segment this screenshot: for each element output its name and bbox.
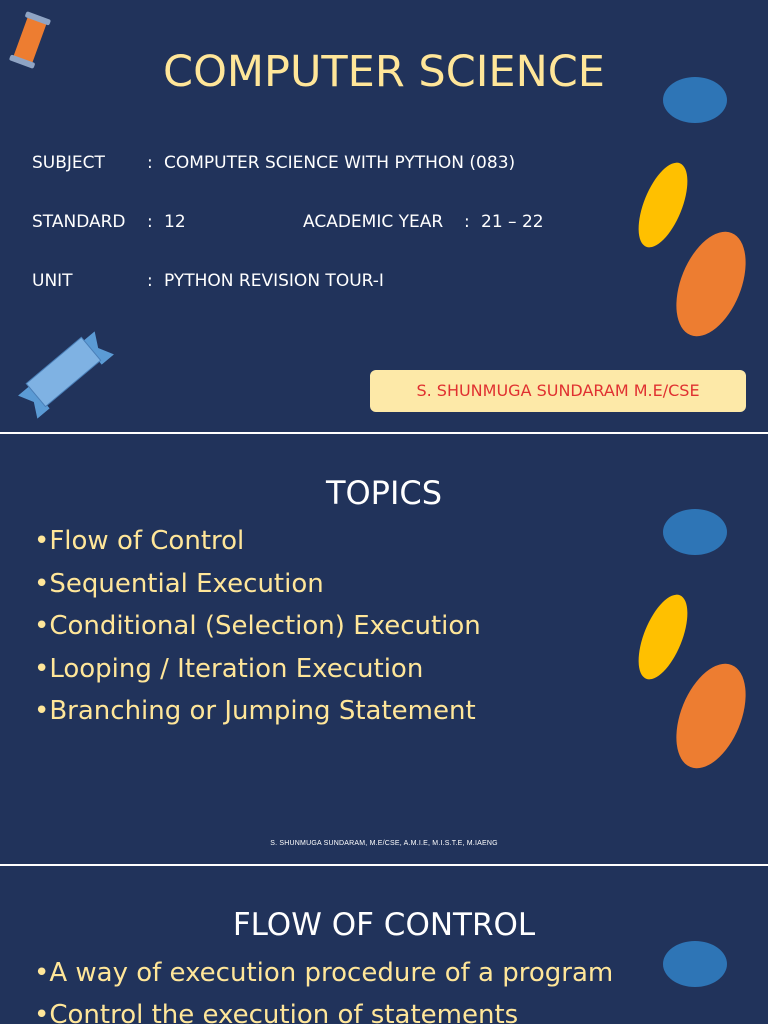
orange-oval-decoration <box>676 663 746 769</box>
slide-footer: S. SHUNMUGA SUNDARAM, M.E/CSE, A.M.I.E, … <box>270 840 498 847</box>
blue-oval-decoration <box>663 77 727 123</box>
unit-row: UNIT : PYTHON REVISION TOUR-I <box>0 271 768 295</box>
unit-separator: : <box>147 271 153 291</box>
academic-year-label: ACADEMIC YEAR <box>303 212 444 232</box>
flow-title: FLOW OF CONTROL <box>232 907 536 943</box>
slide-flow-of-control: FLOW OF CONTROL •A way of execution proc… <box>0 866 768 1024</box>
unit-value: PYTHON REVISION TOUR-I <box>164 271 384 291</box>
topics-title: TOPICS <box>325 474 443 512</box>
academic-year-separator: : <box>464 212 470 232</box>
list-item: •Conditional (Selection) Execution <box>34 611 481 641</box>
subject-value: COMPUTER SCIENCE WITH PYTHON (083) <box>164 153 516 173</box>
list-item: •Branching or Jumping Statement <box>34 696 476 726</box>
list-item: •Flow of Control <box>34 526 245 556</box>
blue-oval-decoration <box>663 941 727 987</box>
topics-list: •Flow of Control •Sequential Execution •… <box>34 520 481 733</box>
flow-list: •A way of execution procedure of a progr… <box>34 952 613 1024</box>
scroll-icon <box>9 11 51 69</box>
subject-label: SUBJECT <box>32 153 105 173</box>
subject-separator: : <box>147 153 153 173</box>
author-badge: S. SHUNMUGA SUNDARAM M.E/CSE <box>370 370 746 412</box>
blue-oval-decoration <box>663 509 727 555</box>
academic-year-value: 21 – 22 <box>481 212 544 232</box>
subject-row: SUBJECT : COMPUTER SCIENCE WITH PYTHON (… <box>0 153 768 177</box>
yellow-oval-decoration <box>638 594 688 680</box>
list-item: •Looping / Iteration Execution <box>34 653 424 684</box>
list-item: •Sequential Execution <box>34 568 324 599</box>
page-title: COMPUTER SCIENCE <box>163 47 605 97</box>
page-number-ribbon-icon: 3 <box>18 331 114 419</box>
standard-value: 12 <box>164 212 186 232</box>
orange-oval-decoration <box>676 231 746 337</box>
standard-label: STANDARD <box>32 212 126 232</box>
list-item: •A way of execution procedure of a progr… <box>34 958 614 988</box>
yellow-oval-decoration <box>638 162 688 248</box>
standard-row: STANDARD : 12 ACADEMIC YEAR : 21 – 22 <box>0 212 768 236</box>
slide-title: COMPUTER SCIENCE SUBJECT : COMPUTER SCIE… <box>0 0 768 432</box>
slide-topics: TOPICS •Flow of Control •Sequential Exec… <box>0 434 768 864</box>
list-item: •Control the execution of statements <box>34 1000 519 1024</box>
unit-label: UNIT <box>32 271 73 291</box>
standard-separator: : <box>147 212 153 232</box>
